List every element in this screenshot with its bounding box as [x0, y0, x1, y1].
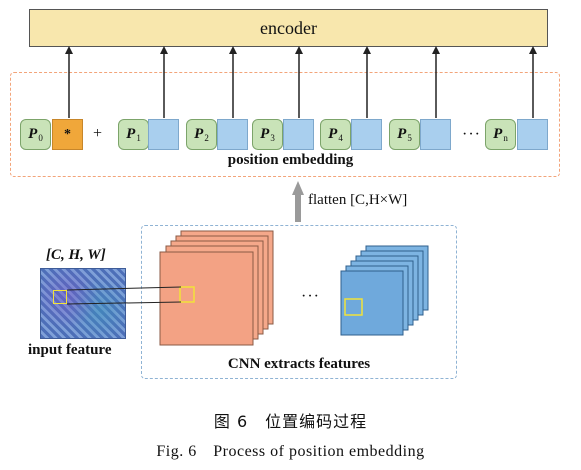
- token-letter: P: [397, 126, 407, 142]
- arrows-to-encoder: [65, 46, 537, 118]
- input-patch-highlight: [53, 290, 67, 304]
- embedding-token-n: [517, 119, 548, 150]
- cls-token-symbol: *: [64, 126, 71, 142]
- token-subscript: 4: [338, 132, 343, 143]
- position-embedding-frame: [10, 72, 560, 177]
- feature-map-ellipsis: ···: [301, 288, 320, 305]
- embedding-token-4: [351, 119, 382, 150]
- embedding-token-1: [148, 119, 179, 150]
- orange-feature-stack: [159, 230, 274, 346]
- embedding-token-2: [217, 119, 248, 150]
- patch-connectors: [66, 286, 182, 305]
- position-embedding-label: position embedding: [227, 152, 354, 168]
- encoder-label: encoder: [260, 17, 317, 38]
- caption-chinese: 图 6 位置编码过程: [213, 412, 368, 431]
- embedding-token-5: [420, 119, 451, 150]
- token-letter: P: [126, 126, 136, 142]
- orange-map-highlight: [179, 286, 195, 303]
- token-subscript: 0: [38, 132, 43, 143]
- token-subscript: 1: [136, 132, 141, 143]
- input-shape-label: [C, H, W]: [46, 247, 106, 263]
- token-ellipsis: ···: [462, 126, 481, 143]
- token-letter: P: [194, 126, 204, 142]
- token-letter: P: [260, 126, 270, 142]
- token-subscript: 5: [407, 132, 412, 143]
- plus-sign: +: [93, 125, 103, 142]
- cls-token: *: [52, 119, 83, 150]
- token-letter: P: [493, 126, 503, 142]
- token-letter: P: [328, 126, 338, 142]
- caption-english: Fig. 6 Process of position embedding: [156, 443, 425, 460]
- token-letter: P: [28, 126, 38, 142]
- input-feature-label: input feature: [28, 342, 112, 358]
- token-subscript: n: [503, 132, 508, 143]
- cnn-frame: [141, 225, 457, 379]
- blue-feature-stack: [340, 245, 429, 336]
- flatten-label: flatten [C,H×W]: [308, 192, 408, 208]
- encoder-block: encoder: [29, 9, 548, 47]
- blue-map-highlight: [344, 298, 363, 316]
- cnn-label: CNN extracts features: [227, 356, 371, 372]
- embedding-token-3: [283, 119, 314, 150]
- token-subscript: 2: [204, 132, 209, 143]
- token-subscript: 3: [270, 132, 275, 143]
